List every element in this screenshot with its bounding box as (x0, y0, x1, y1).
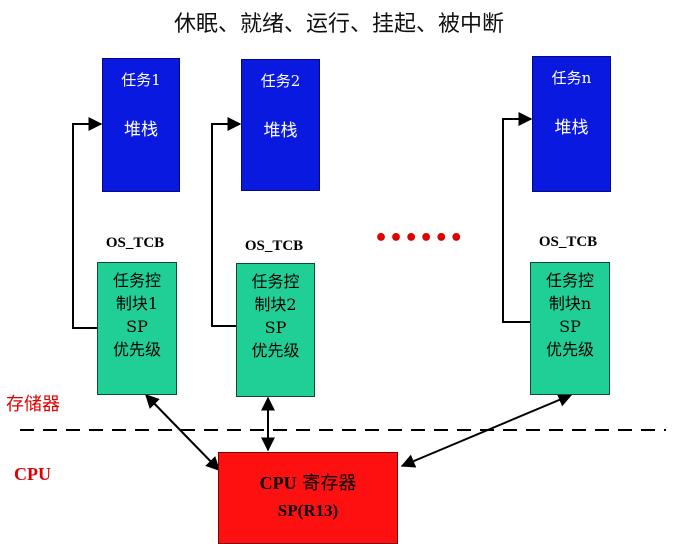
cpu-register-prefix: CPU (259, 473, 297, 493)
task-n-name: 任务n (551, 69, 592, 87)
tcb-2-priority: 优先级 (251, 341, 300, 360)
tcb-2-line-2: 制块2 (254, 295, 297, 314)
cpu-register-box: CPU 寄存器 SP(R13) (218, 452, 398, 544)
memory-label: 存储器 (6, 394, 60, 415)
tcb-n-line-2: 制块n (548, 294, 592, 313)
tcb-1-label: OS_TCB (105, 235, 165, 251)
tcb-n-box: 任务控 制块n SP 优先级 (530, 262, 610, 395)
sp-register: SP(R13) (277, 501, 339, 520)
task-n-box: 任务n 堆栈 (532, 56, 611, 192)
diagram-title: 休眠、就绪、运行、挂起、被中断 (173, 12, 504, 37)
tcb-1-box: 任务控 制块1 SP 优先级 (97, 262, 177, 395)
task-2-box: 任务2 堆栈 (241, 59, 320, 191)
task-1-name: 任务1 (121, 71, 161, 89)
tcb-n-sp: SP (559, 317, 581, 336)
tcb-1-line-2: 制块1 (115, 294, 159, 313)
tcb-2-box: 任务控 制块2 SP 优先级 (236, 263, 315, 397)
cpu-register-name: 寄存器 (302, 473, 357, 494)
tcb-n-label: OS_TCB (538, 234, 598, 250)
cpu-label: CPU (14, 464, 51, 484)
sp-pointer-line-n (502, 112, 533, 323)
tcb-2-label: OS_TCB (244, 238, 304, 254)
tcbn-cpu-arrow (400, 393, 573, 468)
sp-pointer-line-1 (72, 117, 103, 329)
tcb-2-sp: SP (264, 318, 287, 337)
tcb-1-line-1: 任务控 (112, 271, 161, 290)
task-1-stack: 堆栈 (124, 120, 158, 140)
task-1-box: 任务1 堆栈 (102, 58, 180, 192)
tcb1-cpu-arrow (145, 393, 220, 472)
tcb-n-line-1: 任务控 (545, 271, 594, 290)
tcb-n-priority: 优先级 (545, 340, 594, 359)
tcb-1-priority: 优先级 (112, 340, 161, 359)
cpu-register-title: CPU 寄存器 (219, 469, 397, 495)
ellipsis-dots: •••••• (374, 226, 465, 251)
task-2-name: 任务2 (260, 72, 301, 90)
task-n-stack: 堆栈 (554, 118, 589, 138)
sp-pointer-line-2 (211, 117, 242, 327)
task-2-stack: 堆栈 (263, 121, 298, 141)
tcb-1-sp: SP (126, 317, 148, 336)
tcb-2-line-1: 任务控 (251, 272, 300, 291)
